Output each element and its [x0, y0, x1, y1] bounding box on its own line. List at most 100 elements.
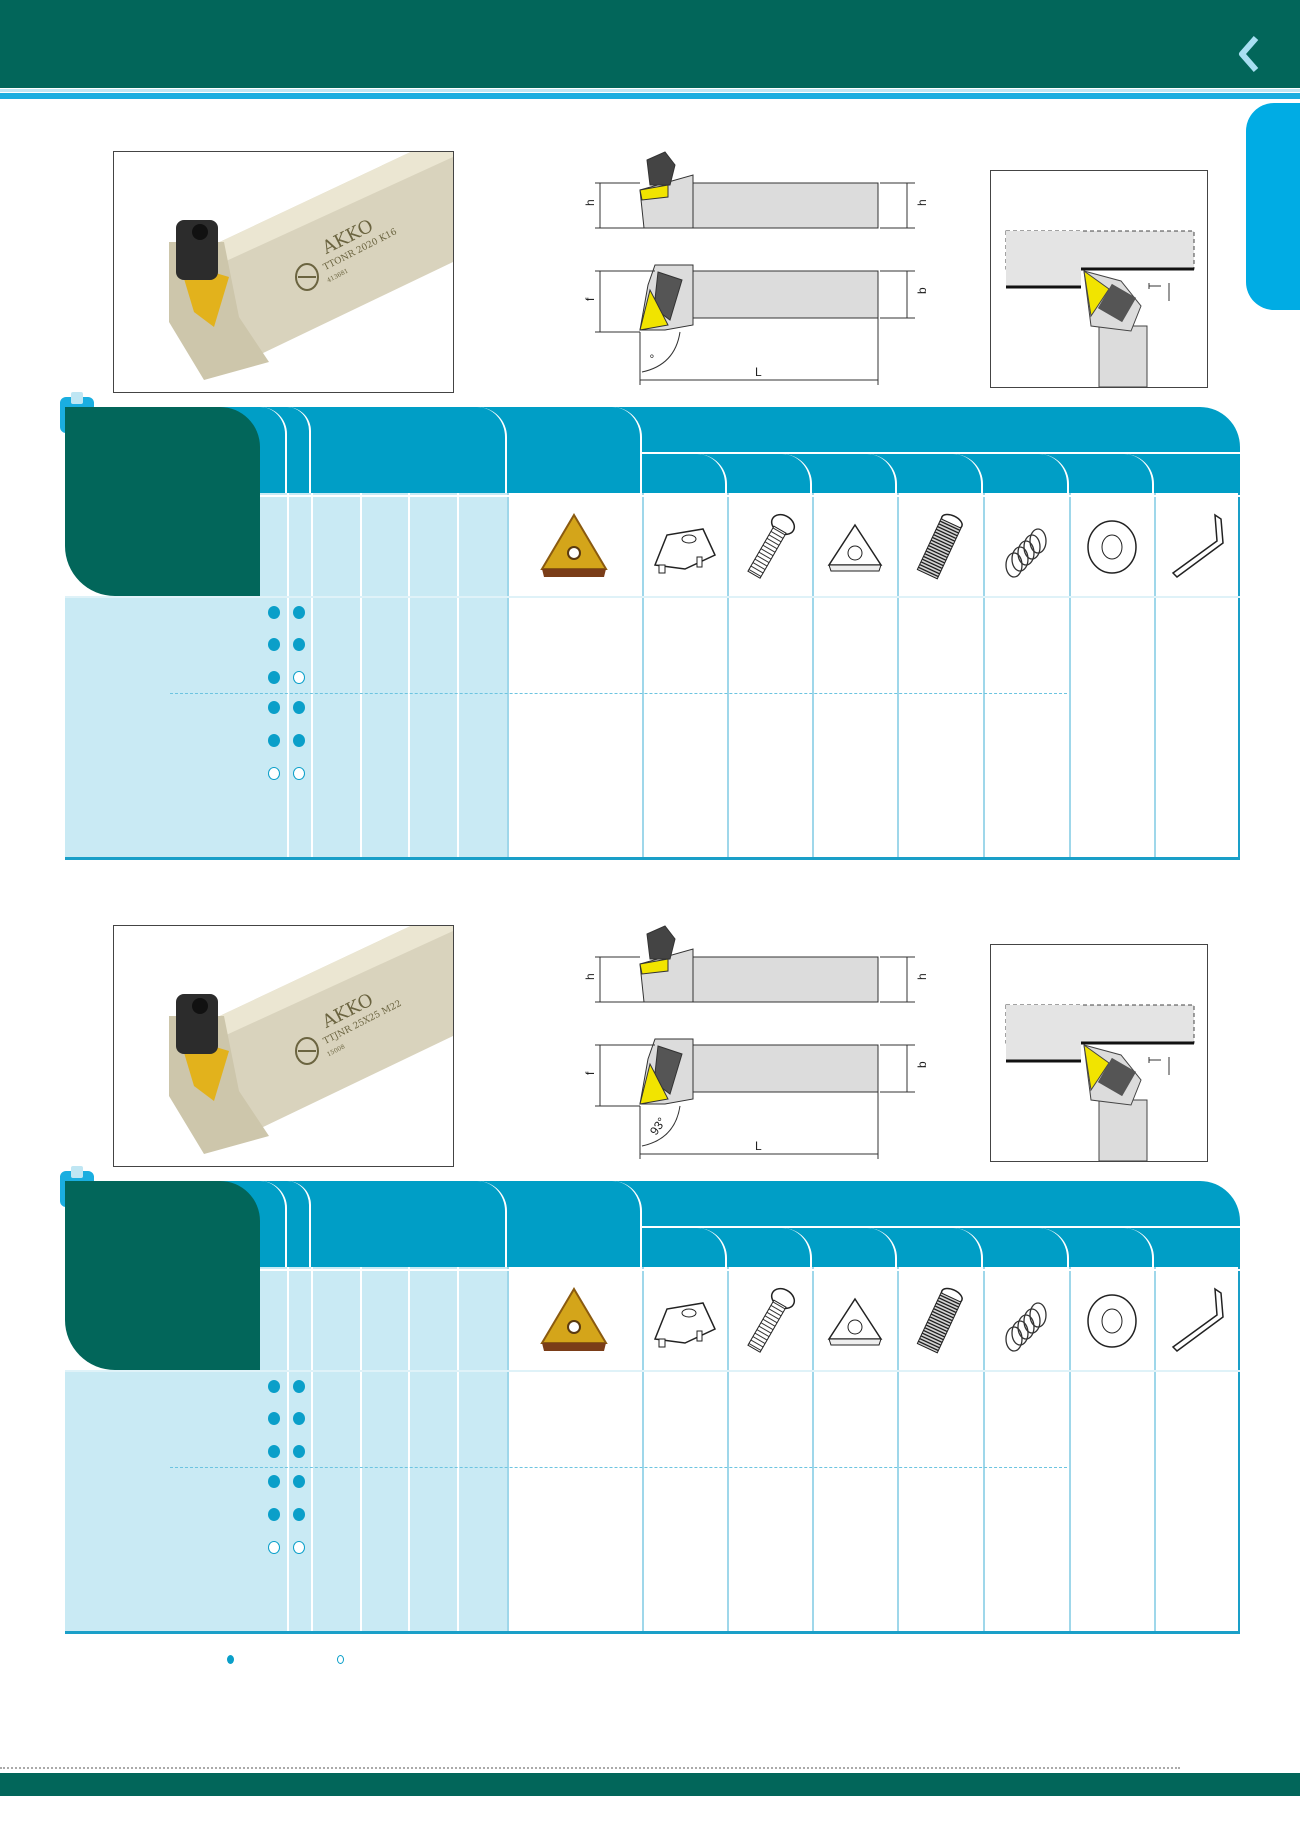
operation-box: [990, 170, 1208, 388]
part-header-cell: [642, 1228, 727, 1267]
clamp-screw-icon: [730, 507, 810, 587]
availability-filled-dot-icon: [293, 1475, 305, 1488]
hex-key-icon: [1157, 507, 1237, 587]
hex-key-icon: [1157, 1281, 1237, 1361]
part-header-cell: [897, 1228, 983, 1267]
machining-operation-drawing: [1005, 1004, 1195, 1162]
header-cell: [311, 1181, 507, 1267]
availability-hollow-dot-icon: [268, 1541, 280, 1554]
washer-icon: [1072, 1281, 1152, 1361]
availability-hollow-dot-icon: [293, 767, 305, 780]
designation-header: [65, 1181, 260, 1370]
spare-parts-table: [65, 1181, 1240, 1634]
availability-hollow-dot-icon: [268, 767, 280, 780]
availability-filled-dot-icon: [268, 671, 280, 684]
header-cell: [287, 1181, 311, 1267]
part-header-cell: [812, 454, 897, 493]
page-header: [0, 0, 1300, 88]
footer-bar: [0, 1773, 1300, 1796]
part-header-cell: [1154, 1228, 1240, 1267]
header-cell: [260, 407, 287, 493]
spare-parts-table: [65, 407, 1240, 860]
brand-logo-icon: [295, 263, 319, 291]
spring-icon: [986, 507, 1066, 587]
part-header-cell: [727, 1228, 812, 1267]
availability-filled-dot-icon: [293, 701, 305, 714]
part-header-cell: [812, 1228, 897, 1267]
availability-filled-dot-icon: [293, 638, 305, 651]
availability-filled-dot-icon: [268, 638, 280, 651]
spring-icon: [986, 1281, 1066, 1361]
header-cell: [260, 1181, 287, 1267]
footer-dotted-line: [0, 1767, 1180, 1772]
availability-filled-dot-icon: [268, 606, 280, 619]
dimension-drawing: h h f b ° L: [583, 151, 929, 385]
availability-filled-dot-icon: [268, 1475, 280, 1488]
part-header-cell: [983, 1228, 1069, 1267]
insert-icon: [534, 1281, 614, 1361]
brand-logo-icon: [295, 1037, 319, 1065]
availability-filled-dot-icon: [293, 1508, 305, 1521]
legend-hollow-dot-icon: [337, 1655, 344, 1664]
part-header-cell: [897, 454, 983, 493]
tool-holder-photo: [169, 926, 453, 1154]
insert-icon: [534, 507, 614, 587]
operation-box: [990, 944, 1208, 1162]
dim-b: b: [915, 1061, 929, 1068]
washer-icon: [1072, 507, 1152, 587]
availability-filled-dot-icon: [268, 1445, 280, 1458]
tool-holder-photo: [169, 152, 453, 380]
legend-filled-dot-icon: [227, 1655, 234, 1664]
availability-filled-dot-icon: [293, 1445, 305, 1458]
shim-screw-icon: [900, 507, 980, 587]
section-side-tab[interactable]: [1246, 103, 1300, 310]
availability-hollow-dot-icon: [293, 1541, 305, 1554]
header-cell: [287, 407, 311, 493]
machining-operation-drawing: [1005, 230, 1195, 388]
availability-filled-dot-icon: [293, 1412, 305, 1425]
part-header-cell: [1069, 1228, 1154, 1267]
dim-f: f: [583, 297, 597, 301]
dim-L: L: [755, 365, 762, 379]
header-accent-line: [0, 93, 1300, 99]
availability-filled-dot-icon: [293, 734, 305, 747]
dim-angle: °: [647, 352, 661, 364]
availability-hollow-dot-icon: [293, 671, 305, 684]
dim-L: L: [755, 1139, 762, 1153]
dim-h-left: h: [583, 973, 597, 980]
availability-filled-dot-icon: [293, 606, 305, 619]
part-header-cell: [983, 454, 1069, 493]
designation-header: [65, 407, 260, 596]
availability-filled-dot-icon: [268, 1412, 280, 1425]
header-divider: [0, 89, 1300, 92]
dim-h-right: h: [915, 199, 929, 206]
availability-filled-dot-icon: [268, 1380, 280, 1393]
availability-filled-dot-icon: [268, 734, 280, 747]
part-header-cell: [727, 454, 812, 493]
availability-filled-dot-icon: [268, 1508, 280, 1521]
clamp-icon: [645, 1281, 725, 1361]
header-cell: [507, 407, 642, 493]
header-cell: [311, 407, 507, 493]
availability-filled-dot-icon: [268, 701, 280, 714]
clamp-screw-icon: [730, 1281, 810, 1361]
dim-b: b: [915, 287, 929, 294]
clamp-icon: [645, 507, 725, 587]
part-header-cell: [1069, 454, 1154, 493]
header-cell: [507, 1181, 642, 1267]
dim-h-right: h: [915, 973, 929, 980]
availability-filled-dot-icon: [293, 1380, 305, 1393]
part-header-cell: [642, 454, 727, 493]
shim-screw-icon: [900, 1281, 980, 1361]
dim-h-left: h: [583, 199, 597, 206]
part-header-cell: [1154, 454, 1240, 493]
shim-icon: [815, 507, 895, 587]
dim-f: f: [583, 1071, 597, 1075]
shim-icon: [815, 1281, 895, 1361]
back-chevron-icon[interactable]: [1230, 34, 1270, 74]
